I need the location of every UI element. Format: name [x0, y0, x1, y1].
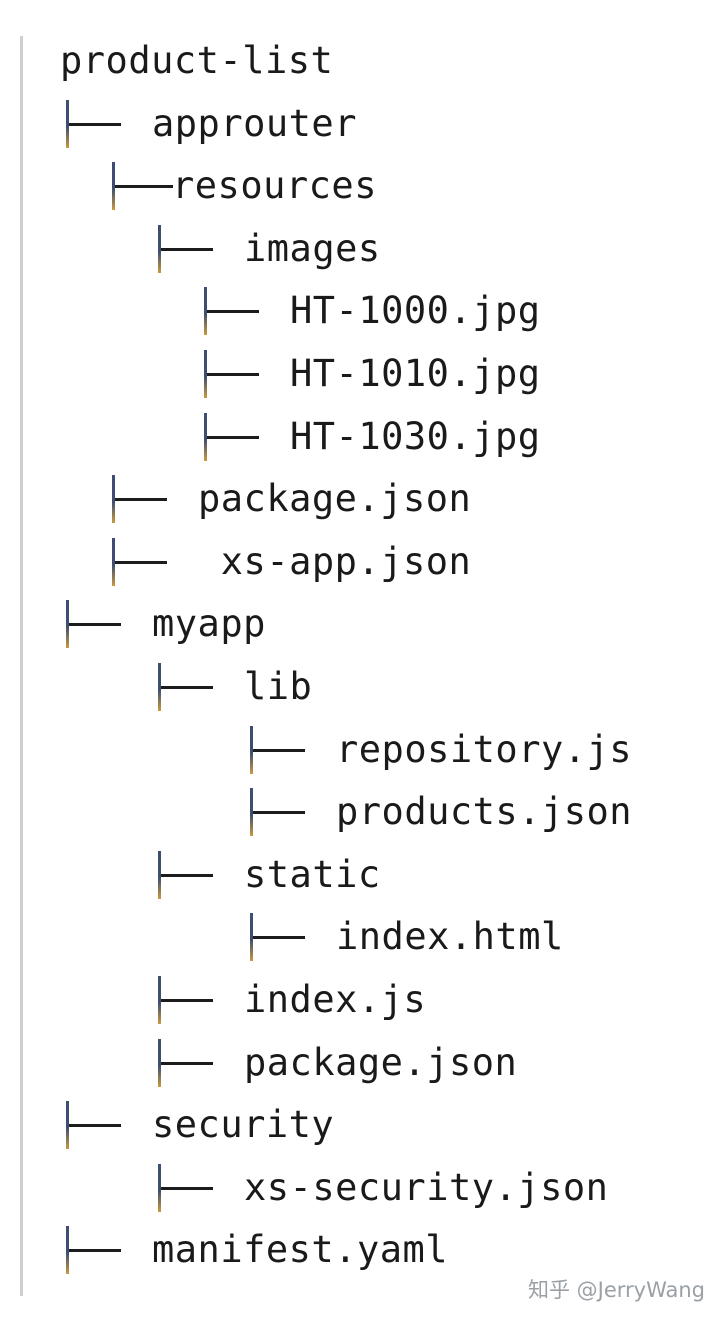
tree-node: HT-1030.jpg [204, 412, 541, 462]
tree-branch-connector [250, 725, 310, 774]
tree-branch-connector [112, 162, 173, 211]
tree-branch-connector [66, 99, 126, 148]
tree-node-label: index.js [244, 978, 427, 1021]
tree-node-label: HT-1030.jpg [290, 414, 541, 458]
tree-node: index.html [250, 912, 564, 962]
tree-branch-connector [112, 475, 172, 524]
tree-node-label: xs-security.json [244, 1165, 609, 1209]
tree-node-label: products.json [336, 790, 633, 834]
tree-node-label: approuter [152, 101, 357, 145]
tree-branch-connector [158, 663, 218, 711]
left-frame-border [20, 36, 23, 1296]
tree-branch-connector [158, 224, 218, 273]
tree-branch-connector [112, 537, 172, 586]
tree-branch-connector [250, 913, 310, 962]
tree-node-label: lib [244, 665, 313, 708]
tree-node: index.js [158, 975, 426, 1025]
tree-branch-connector [158, 976, 218, 1024]
tree-node: products.json [250, 787, 632, 837]
tree-branch-connector [158, 850, 218, 899]
tree-node-label: package.json [198, 477, 472, 521]
tree-node-label: HT-1000.jpg [290, 289, 541, 333]
tree-branch-connector [66, 1101, 126, 1150]
tree-node: lib [158, 662, 312, 712]
tree-node-label: xs-app.json [198, 539, 472, 583]
tree-branch-connector [66, 1226, 126, 1275]
tree-node: package.json [158, 1038, 517, 1088]
tree-node: resources [112, 161, 377, 211]
tree-branch-connector [158, 1038, 218, 1087]
tree-node: security [66, 1100, 334, 1150]
tree-node: static [158, 850, 381, 900]
tree-node-label: package.json [244, 1040, 518, 1084]
tree-node: package.json [112, 474, 471, 524]
watermark: 知乎 @JerryWang [527, 1278, 705, 1302]
tree-branch-connector [204, 412, 264, 461]
tree-node-label: index.html [336, 915, 564, 959]
tree-node-label: resources [172, 164, 377, 208]
tree-node-label: images [244, 226, 381, 270]
tree-node-label: security [152, 1103, 335, 1147]
tree-node-label: manifest.yaml [152, 1228, 449, 1272]
tree-branch-connector [204, 350, 264, 398]
tree-node: xs-security.json [158, 1163, 608, 1213]
tree-node: images [158, 224, 381, 274]
tree-branch-connector [158, 1163, 218, 1212]
tree-node: manifest.yaml [66, 1225, 448, 1275]
tree-node-label: static [244, 852, 381, 896]
tree-branch-connector [250, 788, 310, 837]
tree-root-label: product-list [60, 39, 334, 82]
tree-node: myapp [66, 599, 266, 649]
tree-node-label: HT-1010.jpg [290, 352, 541, 395]
tree-branch-connector [204, 287, 264, 336]
tree-node: approuter [66, 99, 357, 149]
tree-node: HT-1000.jpg [204, 286, 541, 336]
tree-branch-connector [66, 600, 126, 649]
tree-node: HT-1010.jpg [204, 349, 541, 399]
tree-node-label: myapp [152, 602, 266, 646]
tree-node: xs-app.json [112, 537, 471, 587]
tree-node-label: repository.js [336, 727, 633, 771]
tree-node: repository.js [250, 725, 632, 775]
tree-root: product-list [60, 36, 333, 86]
